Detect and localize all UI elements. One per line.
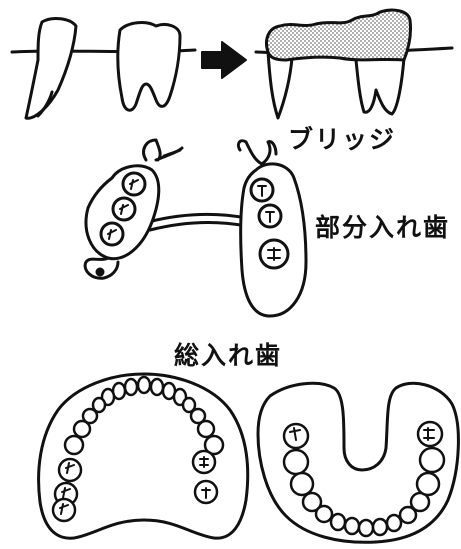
before-teeth-illustration [12, 19, 195, 119]
upper-full-denture-illustration [39, 374, 248, 538]
bridge-illustration [256, 10, 452, 118]
right-arrow-icon [202, 42, 246, 78]
partial-denture-illustration [85, 140, 306, 316]
lower-full-denture-illustration [258, 383, 458, 542]
partial-denture-label: 部分入れ歯 [315, 208, 450, 244]
bridge-label: ブリッジ [288, 120, 396, 156]
full-denture-label: 総入れ歯 [174, 336, 282, 372]
